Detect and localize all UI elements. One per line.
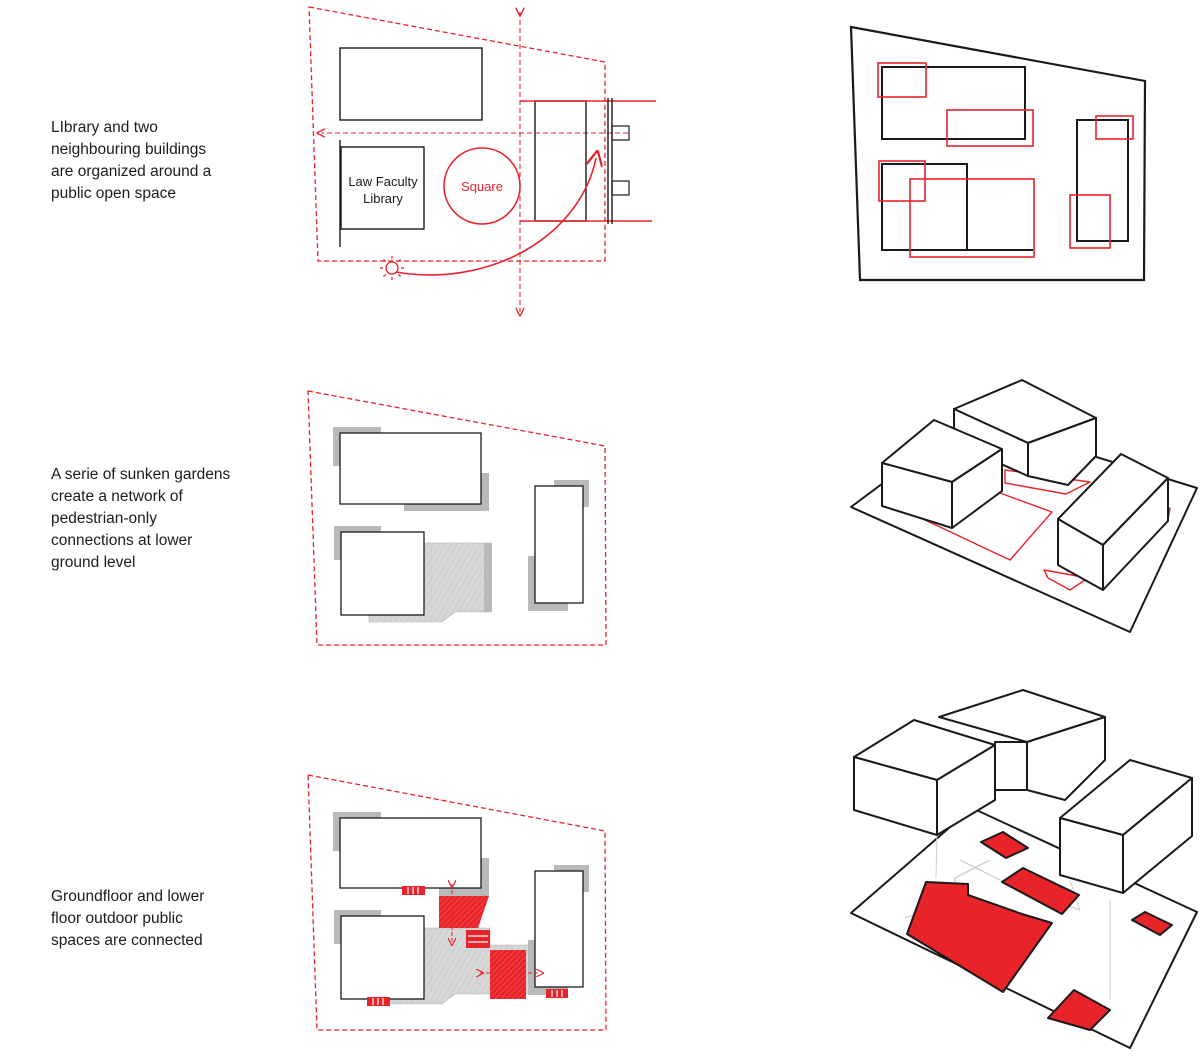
sun-path [395,158,596,276]
caption-row-3: Groundfloor and lower floor outdoor publ… [51,888,205,949]
caption-row-1: LIbrary and two neighbouring buildings a… [51,119,212,202]
caption-row-2: A serie of sunken gardens create a netwo… [51,466,231,571]
axon-2 [850,379,1198,633]
axon-3 [850,689,1198,1049]
site-boundary [308,6,606,262]
square-circle [443,147,521,225]
site-plan-3 [307,774,607,1031]
law-faculty-library [340,146,425,230]
square-label: Square [461,179,503,194]
building-east [534,100,587,222]
library-label-line1: Law Faculty [348,174,418,189]
library-label-line2: Library [363,191,403,206]
sun-icon [380,256,404,280]
site-plan-1: Law Faculty Library Square [308,6,656,312]
site-plan-2 [307,390,607,646]
building-north [339,47,483,121]
overlay-plan-1 [849,25,1147,282]
